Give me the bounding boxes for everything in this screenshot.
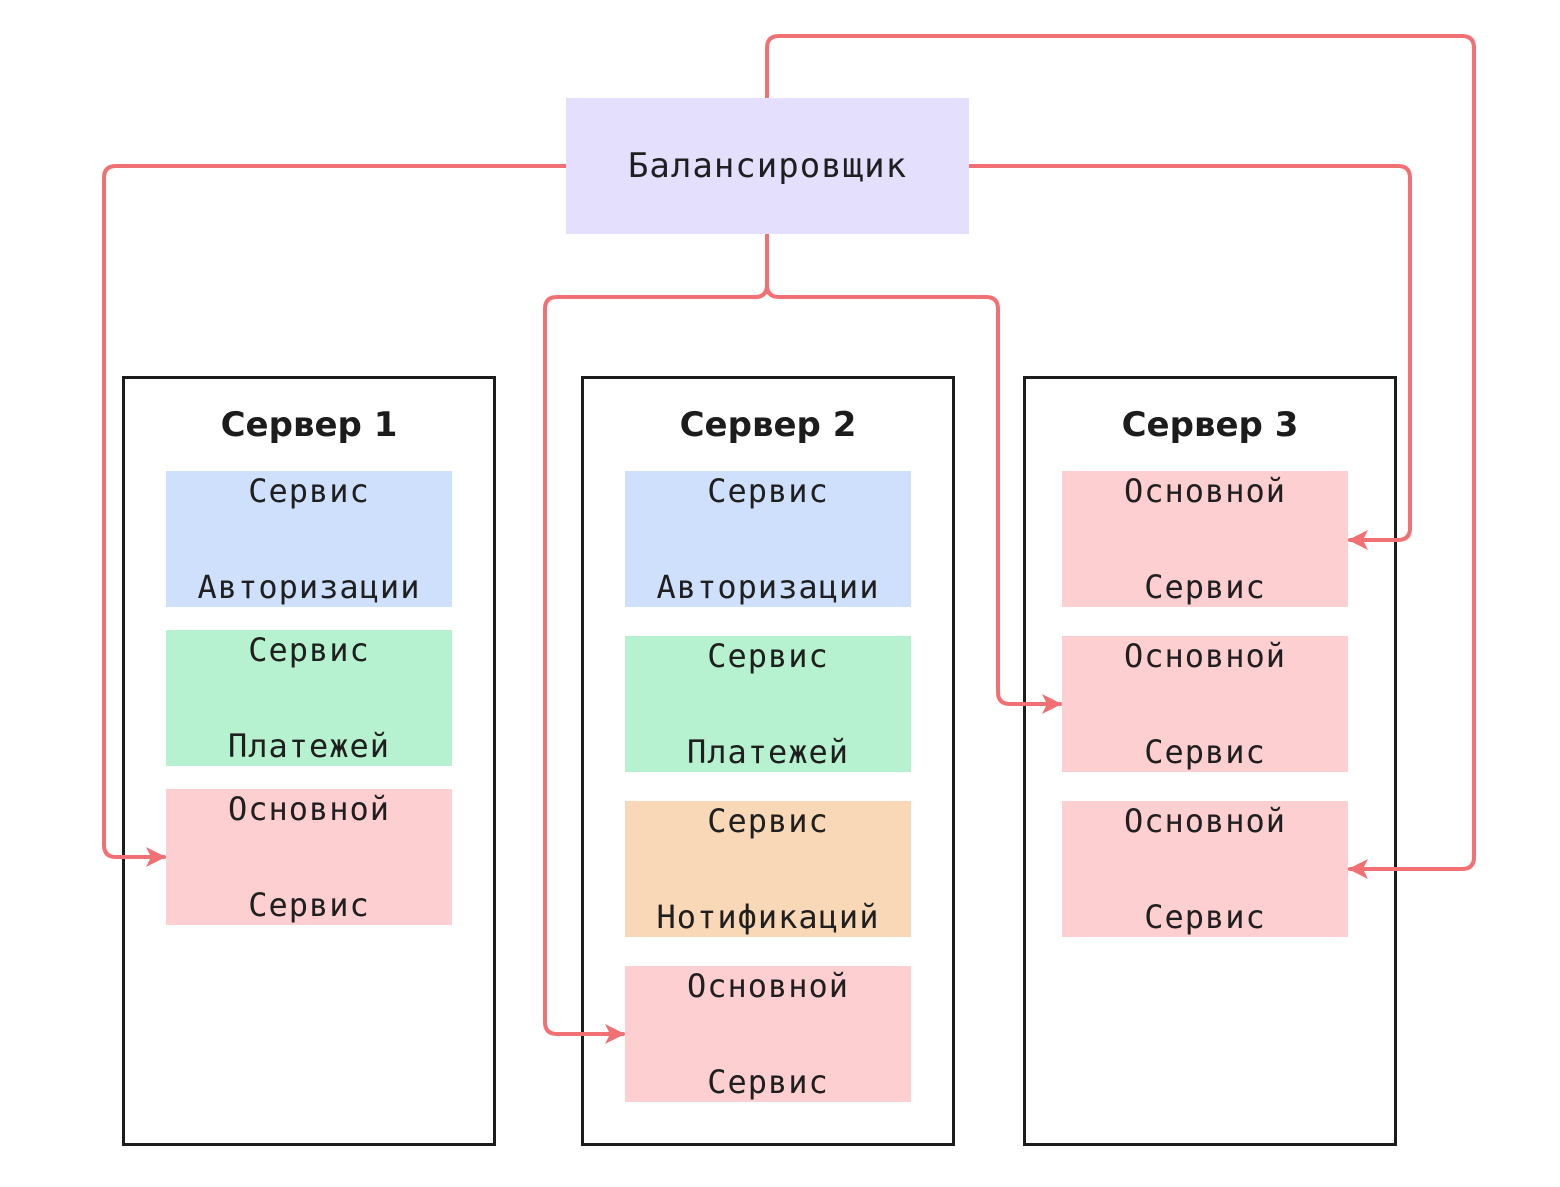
server-3-title: Сервер 3 [1121,405,1299,445]
service-label-line1: Основной [686,967,850,1005]
server-2-title: Сервер 2 [679,405,857,445]
connector-to-server3-main-3 [765,34,1476,879]
server-3-main-service-3[interactable]: Основной Сервис [1062,801,1348,937]
load-balancer[interactable]: Балансировщик [566,98,969,234]
service-label-line2: Авторизации [656,568,880,606]
service-label-line1: Основной [1123,472,1287,510]
service-label-line2: Нотификаций [656,898,880,936]
connector-to-server3-main-2 [765,283,1062,714]
service-label-line1: Сервис [248,472,370,510]
service-label-line1: Основной [1123,637,1287,675]
service-label-line2: Платежей [686,733,850,771]
service-label-line2: Авторизации [197,568,421,606]
service-label-line2: Платежей [227,727,391,765]
service-label-line2: Сервис [1144,733,1266,771]
server-2-auth-service[interactable]: Сервис Авторизации [625,471,911,607]
connector-to-server1-main [102,164,568,867]
server-3-main-service-1[interactable]: Основной Сервис [1062,471,1348,607]
server-1-auth-service[interactable]: Сервис Авторизации [166,471,452,607]
service-label-line1: Сервис [707,637,829,675]
service-label-line1: Сервис [707,472,829,510]
server-2-main-service[interactable]: Основной Сервис [625,966,911,1102]
server-1-main-service[interactable]: Основной Сервис [166,789,452,925]
service-label-line2: Сервис [1144,898,1266,936]
service-label-line2: Сервис [707,1063,829,1101]
server-1-payments-service[interactable]: Сервис Платежей [166,630,452,766]
server-2-notifications-service[interactable]: Сервис Нотификаций [625,801,911,937]
service-label-line2: Сервис [1144,568,1266,606]
service-label-line1: Сервис [707,802,829,840]
server-2-payments-service[interactable]: Сервис Платежей [625,636,911,772]
server-3-main-service-2[interactable]: Основной Сервис [1062,636,1348,772]
service-label-line2: Сервис [248,886,370,924]
connector-to-server3-main-1 [967,164,1412,550]
service-label-line1: Сервис [248,631,370,669]
service-label-line1: Основной [227,790,391,828]
service-label-line1: Основной [1123,802,1287,840]
connector-to-server2-main [543,232,769,1044]
server-1-title: Сервер 1 [220,405,398,445]
load-balancer-label: Балансировщик [627,146,908,186]
